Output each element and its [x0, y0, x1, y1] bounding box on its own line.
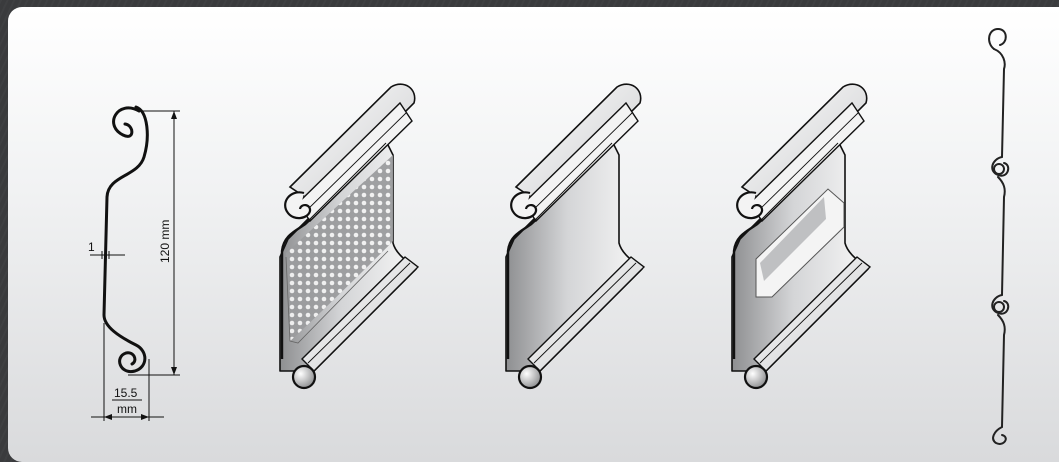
slat-perforated	[285, 155, 393, 344]
thickness-dimension: 1	[88, 240, 125, 259]
slat-solid	[504, 82, 646, 390]
profile-outline	[102, 105, 149, 374]
height-dimension: 120 mm	[128, 110, 180, 376]
product-panel: 1 120 mm 15.5 mm	[8, 7, 1059, 462]
depth-unit-label: mm	[117, 402, 137, 416]
stacked-slats-side-view	[988, 27, 1010, 445]
profile-section: 1 120 mm 15.5 mm	[88, 105, 180, 421]
depth-dimension: 15.5 mm	[91, 323, 164, 421]
depth-value-label: 15.5	[114, 386, 138, 400]
shutter-slat-diagram: 1 120 mm 15.5 mm	[88, 27, 1010, 445]
height-label: 120 mm	[158, 220, 172, 263]
slat-window-cutout	[755, 188, 845, 298]
thickness-label: 1	[88, 240, 95, 254]
